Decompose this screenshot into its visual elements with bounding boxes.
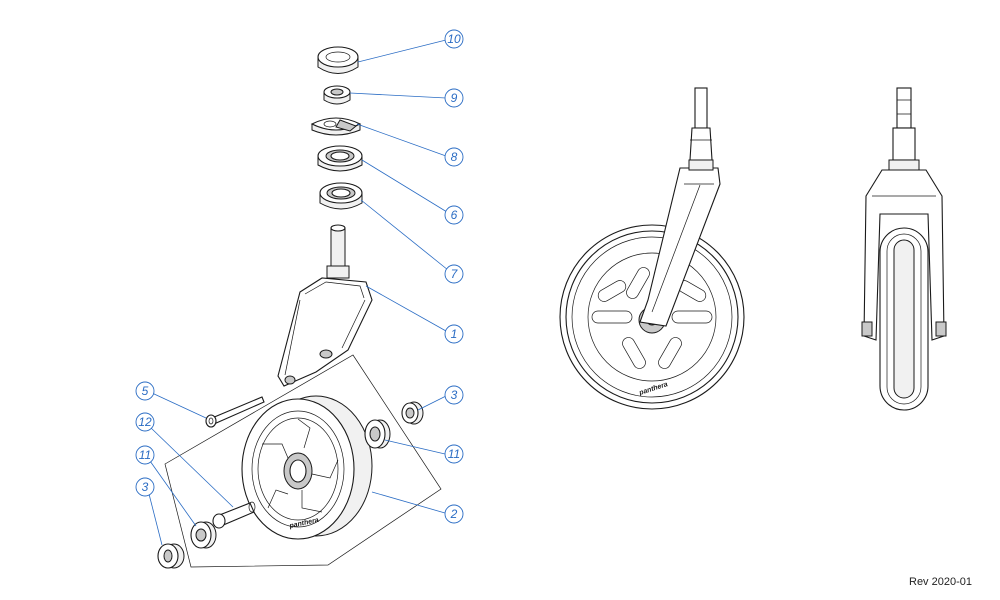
callout-5: 5	[142, 384, 149, 398]
callout-2: 2	[450, 507, 458, 521]
part-axle-cap-left	[157, 543, 185, 569]
part-wheel-bearing-right	[364, 419, 391, 449]
callout-9: 9	[451, 91, 458, 105]
callout-3-right: 3	[451, 388, 458, 402]
callouts: 10 9 8 6 7 1 3 11 2 5 12 11	[135, 29, 464, 546]
callout-6: 6	[451, 208, 458, 222]
callout-10: 10	[447, 32, 461, 46]
callout-3-left: 3	[142, 480, 149, 494]
part-wheel-bearing-left	[190, 521, 217, 549]
part-axle-cap-right	[401, 401, 424, 425]
callout-11-left: 11	[139, 448, 151, 462]
part-axle-bolt	[205, 396, 265, 428]
exploded-view: panthera	[157, 46, 442, 569]
exploded-wheel-outline	[164, 354, 442, 568]
callout-12: 12	[138, 415, 152, 429]
callout-11-right: 11	[448, 447, 460, 461]
callout-bubble	[444, 29, 464, 49]
part-wheel: panthera	[241, 395, 373, 540]
part-cap	[317, 46, 359, 74]
assembled-side-view	[861, 87, 947, 411]
part-bearing-upper	[317, 145, 363, 172]
part-nut	[323, 85, 351, 105]
callout-7: 7	[451, 267, 459, 281]
part-fork	[277, 224, 373, 387]
part-spacer	[310, 117, 362, 136]
revision-label: Rev 2020-01	[909, 576, 972, 588]
part-axle-spacer	[212, 501, 256, 529]
assembled-angled-view: panthera	[559, 87, 745, 410]
callout-8: 8	[451, 150, 458, 164]
part-bearing-lower	[319, 182, 363, 210]
callout-1: 1	[451, 327, 458, 341]
